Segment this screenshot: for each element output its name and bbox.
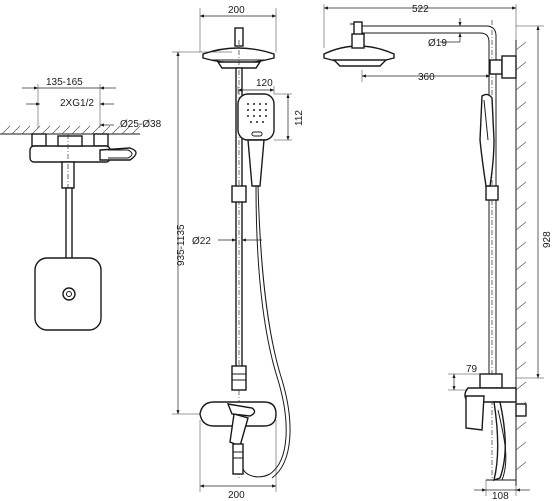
dim-head-offset: 360 (361, 70, 491, 83)
dim-total-height-label: 928 (542, 231, 553, 248)
mixer-top-view (29, 133, 137, 300)
dim-mixer-width-label: 200 (228, 490, 245, 501)
dim-head-width-label: 200 (228, 5, 245, 16)
dim-rail-diameter: Ø22 (192, 236, 262, 247)
dim-spacing: 135-165 (22, 77, 116, 128)
dim-head-offset-label: 360 (418, 72, 435, 83)
hand-shower (237, 93, 291, 479)
dim-diameter: Ø25-Ø38 (99, 119, 162, 130)
dim-arm-reach-label: 522 (412, 4, 429, 15)
dim-thread-label: 2XG1/2 (60, 98, 94, 109)
dim-wall-offset: 108 (474, 480, 530, 501)
dim-handshower-height-label: 112 (294, 110, 305, 126)
dim-spacing-label: 135-165 (46, 77, 83, 88)
dim-diameter-label: Ø25-Ø38 (120, 119, 162, 130)
side-view: 522 Ø19 360 (323, 4, 553, 501)
dim-wall-offset-label: 108 (492, 491, 509, 501)
spray-pattern (247, 103, 267, 123)
wall-hatch-left (0, 125, 141, 135)
dim-thread: 2XG1/2 (26, 98, 114, 109)
dim-mixer-width: 200 (199, 420, 277, 501)
dim-handshower-width: 120 (237, 78, 275, 94)
shower-arm (350, 20, 517, 480)
dim-height-range-label: 935-1135 (176, 224, 187, 266)
dim-rail-diameter-label: Ø22 (192, 236, 211, 247)
overhead-shower-head (202, 27, 275, 69)
dim-mixer-height-label: 79 (466, 364, 478, 375)
front-view: 200 (172, 5, 305, 501)
dim-mixer-height: 79 (448, 364, 482, 391)
dim-handshower-width-label: 120 (256, 78, 273, 89)
left-top-view: 135-165 2XG1/2 Ø25-Ø38 (0, 77, 162, 331)
dim-pipe-diameter: Ø19 (428, 18, 462, 49)
side-mixer (464, 373, 527, 482)
dim-total-height: 928 (516, 25, 553, 379)
dim-pipe-diameter-label: Ø19 (428, 38, 447, 49)
side-hand-shower (479, 93, 495, 187)
mixer-front (199, 401, 277, 475)
dim-head-width: 200 (199, 5, 277, 52)
dim-arm-reach: 522 (323, 4, 517, 48)
dim-height-range: 935-1135 (172, 51, 232, 415)
wall-hatch-right (515, 40, 527, 486)
side-overhead-head (323, 33, 395, 67)
dim-handshower-height: 112 (274, 93, 305, 141)
slide-rail (231, 40, 247, 478)
overhead-head-top-view (34, 187, 102, 331)
